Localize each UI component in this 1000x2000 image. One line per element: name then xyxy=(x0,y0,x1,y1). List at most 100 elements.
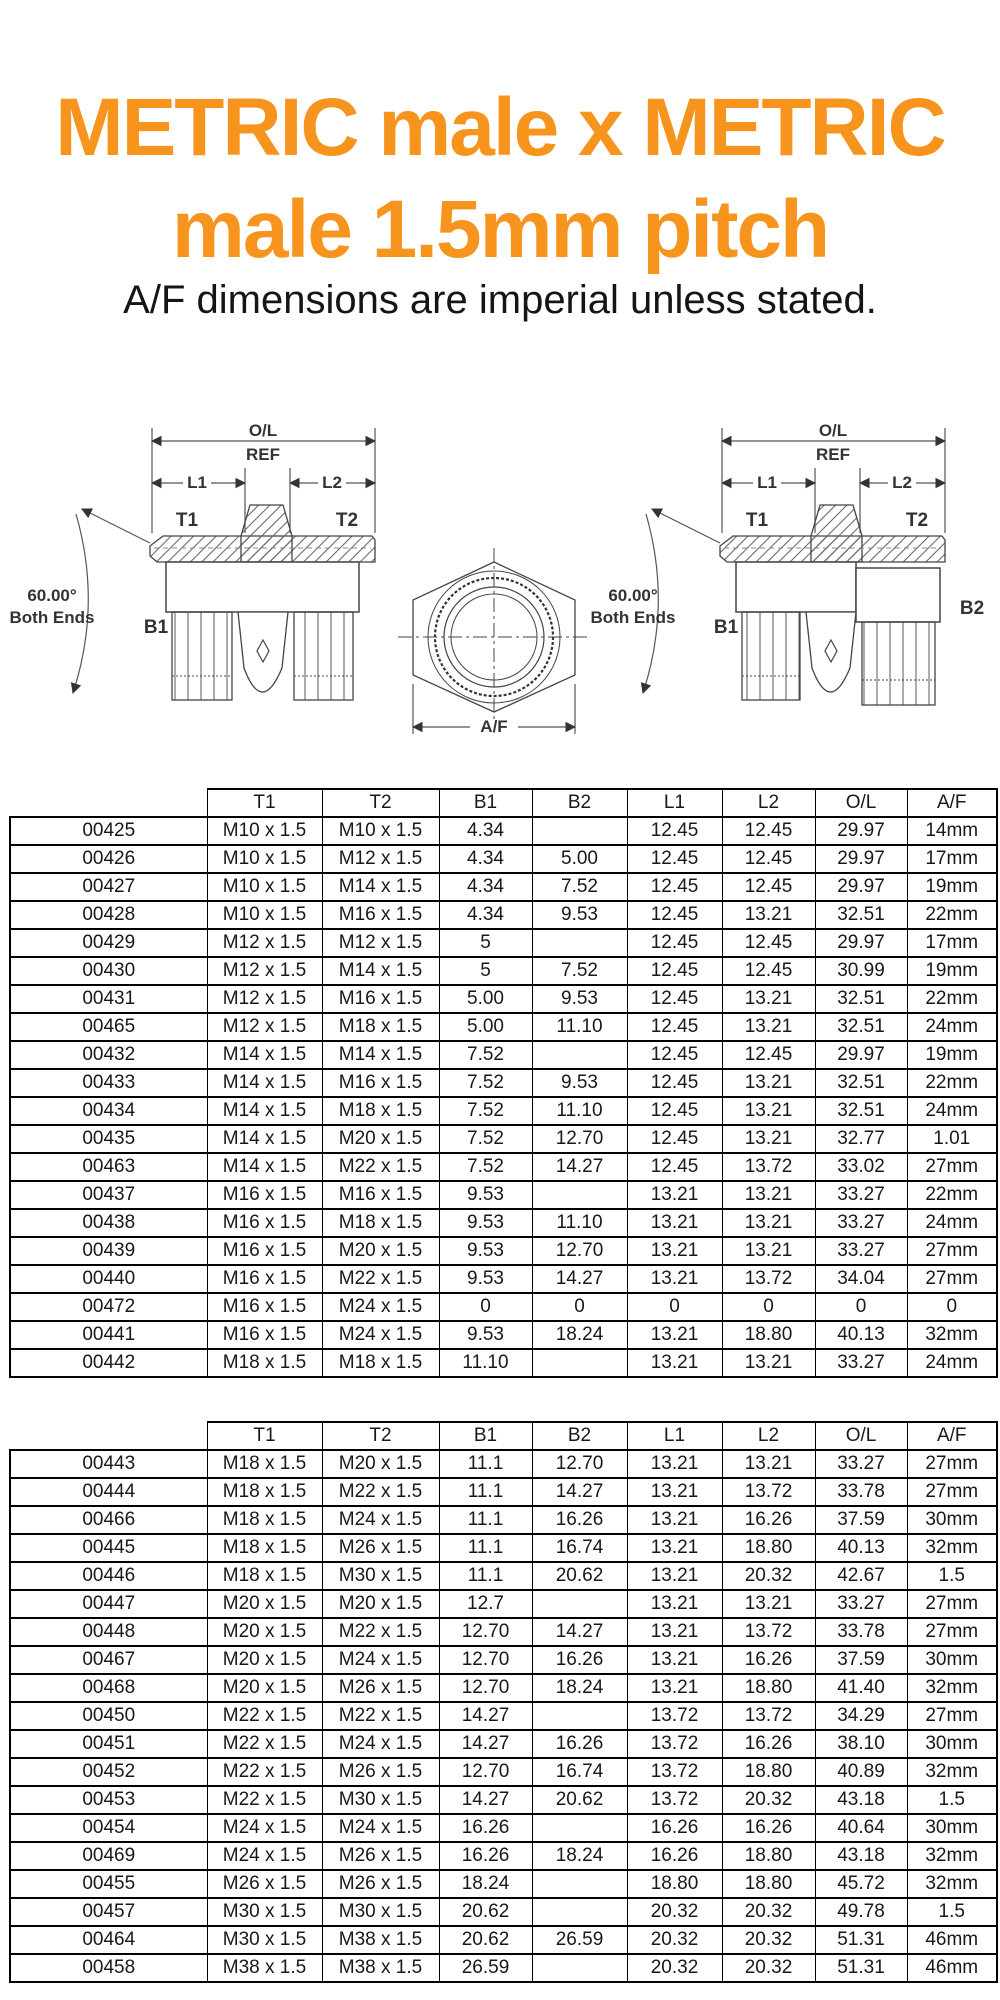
thread-label-t2-right: T2 xyxy=(906,510,928,531)
part-number-cell: 00444 xyxy=(9,1477,208,1507)
table-cell: 13.21 xyxy=(721,1012,816,1042)
page-title-line2: male 1.5mm pitch xyxy=(171,183,830,275)
table-cell: 17mm xyxy=(906,928,998,958)
table-cell: 26.59 xyxy=(531,1925,628,1955)
part-number-cell: 00452 xyxy=(9,1757,208,1787)
table-cell: 7.52 xyxy=(438,1096,533,1126)
table-cell: 12.45 xyxy=(626,844,723,874)
end-view: A/F xyxy=(398,548,590,736)
table-cell: 22mm xyxy=(906,1180,998,1210)
table-cell: 13.21 xyxy=(626,1589,723,1619)
table-cell: M22 x 1.5 xyxy=(206,1757,323,1787)
part-number-cell: 00438 xyxy=(9,1208,208,1238)
table-cell: 34.29 xyxy=(814,1701,908,1731)
part-number-cell: 00453 xyxy=(9,1785,208,1815)
table-cell: 14.27 xyxy=(438,1701,533,1731)
part-number-cell: 00426 xyxy=(9,844,208,874)
part-number-cell: 00466 xyxy=(9,1505,208,1535)
table-cell: 27mm xyxy=(906,1449,998,1479)
column-header: A/F xyxy=(906,788,998,818)
table-cell: 16.74 xyxy=(531,1533,628,1563)
table-cell: 13.21 xyxy=(626,1320,723,1350)
table-cell: M24 x 1.5 xyxy=(321,1505,440,1535)
table-cell: M20 x 1.5 xyxy=(321,1124,440,1154)
table-cell: 24mm xyxy=(906,1208,998,1238)
table-cell: M20 x 1.5 xyxy=(321,1589,440,1619)
table-cell: M10 x 1.5 xyxy=(206,872,323,902)
column-header: B2 xyxy=(531,1421,628,1451)
table-cell: 12.45 xyxy=(626,900,723,930)
table-cell: M30 x 1.5 xyxy=(321,1561,440,1591)
table-cell: 14.27 xyxy=(531,1617,628,1647)
table-cell: 7.52 xyxy=(531,872,628,902)
table-cell: 0 xyxy=(814,1292,908,1322)
table-cell: 20.32 xyxy=(721,1897,816,1927)
table-cell: 13.72 xyxy=(721,1477,816,1507)
table-cell: M16 x 1.5 xyxy=(206,1208,323,1238)
table-cell: 40.13 xyxy=(814,1320,908,1350)
table-cell: M26 x 1.5 xyxy=(321,1869,440,1899)
table-cell: 12.45 xyxy=(626,872,723,902)
table-cell: 7.52 xyxy=(438,1068,533,1098)
part-number-cell: 00439 xyxy=(9,1236,208,1266)
table-cell: 32mm xyxy=(906,1673,998,1703)
table-cell: 40.64 xyxy=(814,1813,908,1843)
table-cell: 29.97 xyxy=(814,844,908,874)
table-cell: M16 x 1.5 xyxy=(206,1320,323,1350)
table-cell: 16.26 xyxy=(531,1505,628,1535)
table-cell: 12.70 xyxy=(531,1449,628,1479)
part-number-cell: 00451 xyxy=(9,1729,208,1759)
table-cell: 14.27 xyxy=(531,1152,628,1182)
table-cell: M16 x 1.5 xyxy=(321,984,440,1014)
table-cell: 32mm xyxy=(906,1320,998,1350)
table-cell: 41.40 xyxy=(814,1673,908,1703)
table-cell: 13.72 xyxy=(721,1701,816,1731)
table-cell: 40.13 xyxy=(814,1533,908,1563)
table-cell: M14 x 1.5 xyxy=(206,1124,323,1154)
table-cell: 18.80 xyxy=(721,1757,816,1787)
table-cell: M16 x 1.5 xyxy=(206,1264,323,1294)
table-cell xyxy=(531,1348,628,1378)
table-cell: 12.45 xyxy=(626,928,723,958)
table-cell: 13.21 xyxy=(721,1068,816,1098)
angle-label-right: 60.00° xyxy=(608,586,658,605)
table-cell: 20.62 xyxy=(438,1897,533,1927)
dim-label-l2-left: L2 xyxy=(322,473,342,492)
table-cell: 13.21 xyxy=(626,1505,723,1535)
table-cell: M26 x 1.5 xyxy=(321,1757,440,1787)
table-cell: 1.01 xyxy=(906,1124,998,1154)
table-cell: 22mm xyxy=(906,984,998,1014)
table-cell: 16.26 xyxy=(531,1645,628,1675)
part-number-cell: 00464 xyxy=(9,1925,208,1955)
table-cell: 13.21 xyxy=(721,1208,816,1238)
part-number-cell: 00465 xyxy=(9,1012,208,1042)
table-cell: M22 x 1.5 xyxy=(206,1701,323,1731)
table-cell: 5 xyxy=(438,956,533,986)
table-cell: 12.45 xyxy=(721,928,816,958)
table-cell: 38.10 xyxy=(814,1729,908,1759)
technical-drawing: O/L REF L1 L2 T1 T2 60.00° Both Ends B1 xyxy=(10,421,985,736)
part-number-cell: 00447 xyxy=(9,1589,208,1619)
table-cell: 46mm xyxy=(906,1953,998,1983)
table-cell: 13.21 xyxy=(721,1589,816,1619)
part-number-cell: 00472 xyxy=(9,1292,208,1322)
table-cell: 18.80 xyxy=(626,1869,723,1899)
table-cell: 9.53 xyxy=(531,1068,628,1098)
table-cell: M30 x 1.5 xyxy=(321,1897,440,1927)
table-cell: 29.97 xyxy=(814,928,908,958)
table-cell: 11.1 xyxy=(438,1449,533,1479)
table-cell: 18.80 xyxy=(721,1869,816,1899)
table-cell: 16.26 xyxy=(721,1813,816,1843)
table-cell: M18 x 1.5 xyxy=(206,1348,323,1378)
table-cell: 16.26 xyxy=(531,1729,628,1759)
